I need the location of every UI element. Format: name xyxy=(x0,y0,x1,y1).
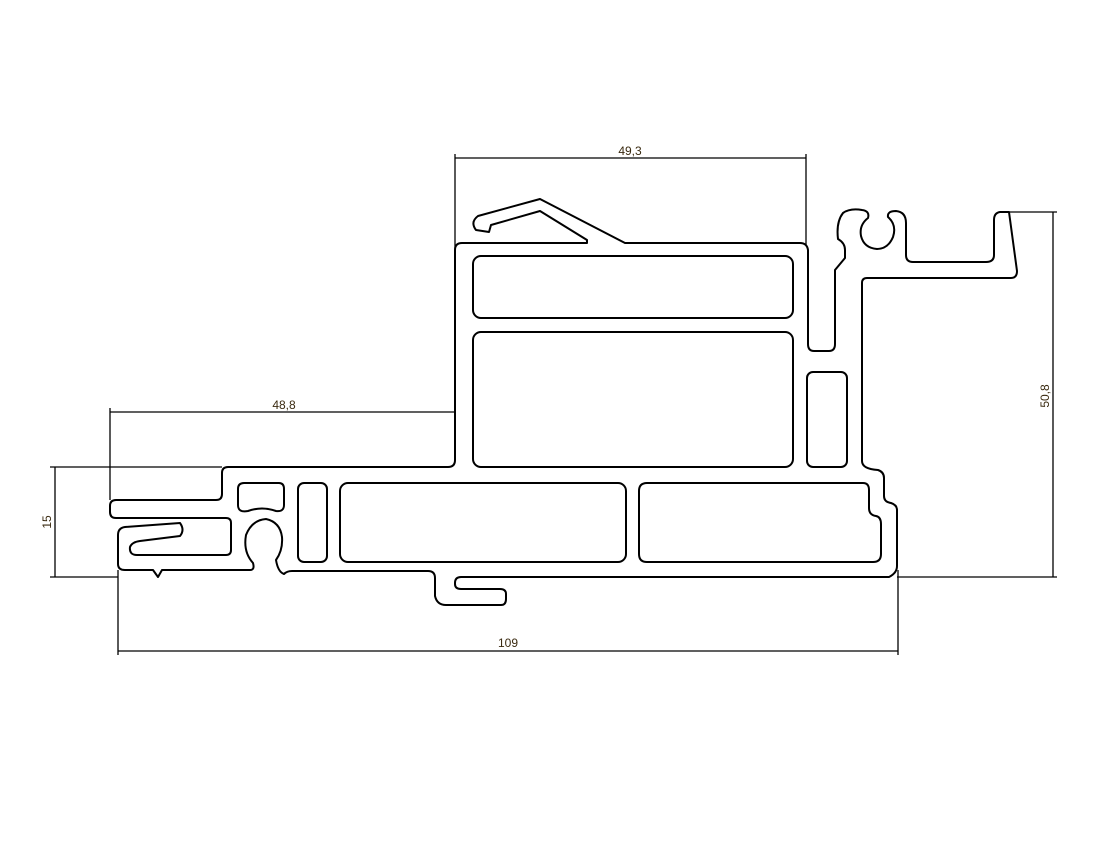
cavity-base-small xyxy=(237,482,285,513)
cavity-upper-top xyxy=(472,255,794,319)
dimension-label-total-height: 50,8 xyxy=(1038,384,1052,408)
dimension-label-base-height: 15 xyxy=(40,515,54,529)
dimension-label-top-width: 49,3 xyxy=(618,144,642,158)
dimension-left-width: 48,8 xyxy=(109,398,455,500)
dimension-label-left-width: 48,8 xyxy=(272,398,296,412)
dimension-total-height: 50,8 xyxy=(1009,211,1057,577)
dimension-base-height: 15 xyxy=(40,466,1057,578)
cavity-base-center xyxy=(339,482,627,563)
cavity-base-slot xyxy=(297,482,328,563)
dimension-label-total-width: 109 xyxy=(498,636,518,650)
dimension-total-width: 109 xyxy=(117,570,899,655)
cavity-right-narrow xyxy=(806,371,848,468)
dimension-top-width: 49,3 xyxy=(454,144,807,250)
cavity-base-right xyxy=(638,482,882,563)
cavity-upper-main xyxy=(472,331,794,468)
profile-outline xyxy=(109,198,1018,606)
